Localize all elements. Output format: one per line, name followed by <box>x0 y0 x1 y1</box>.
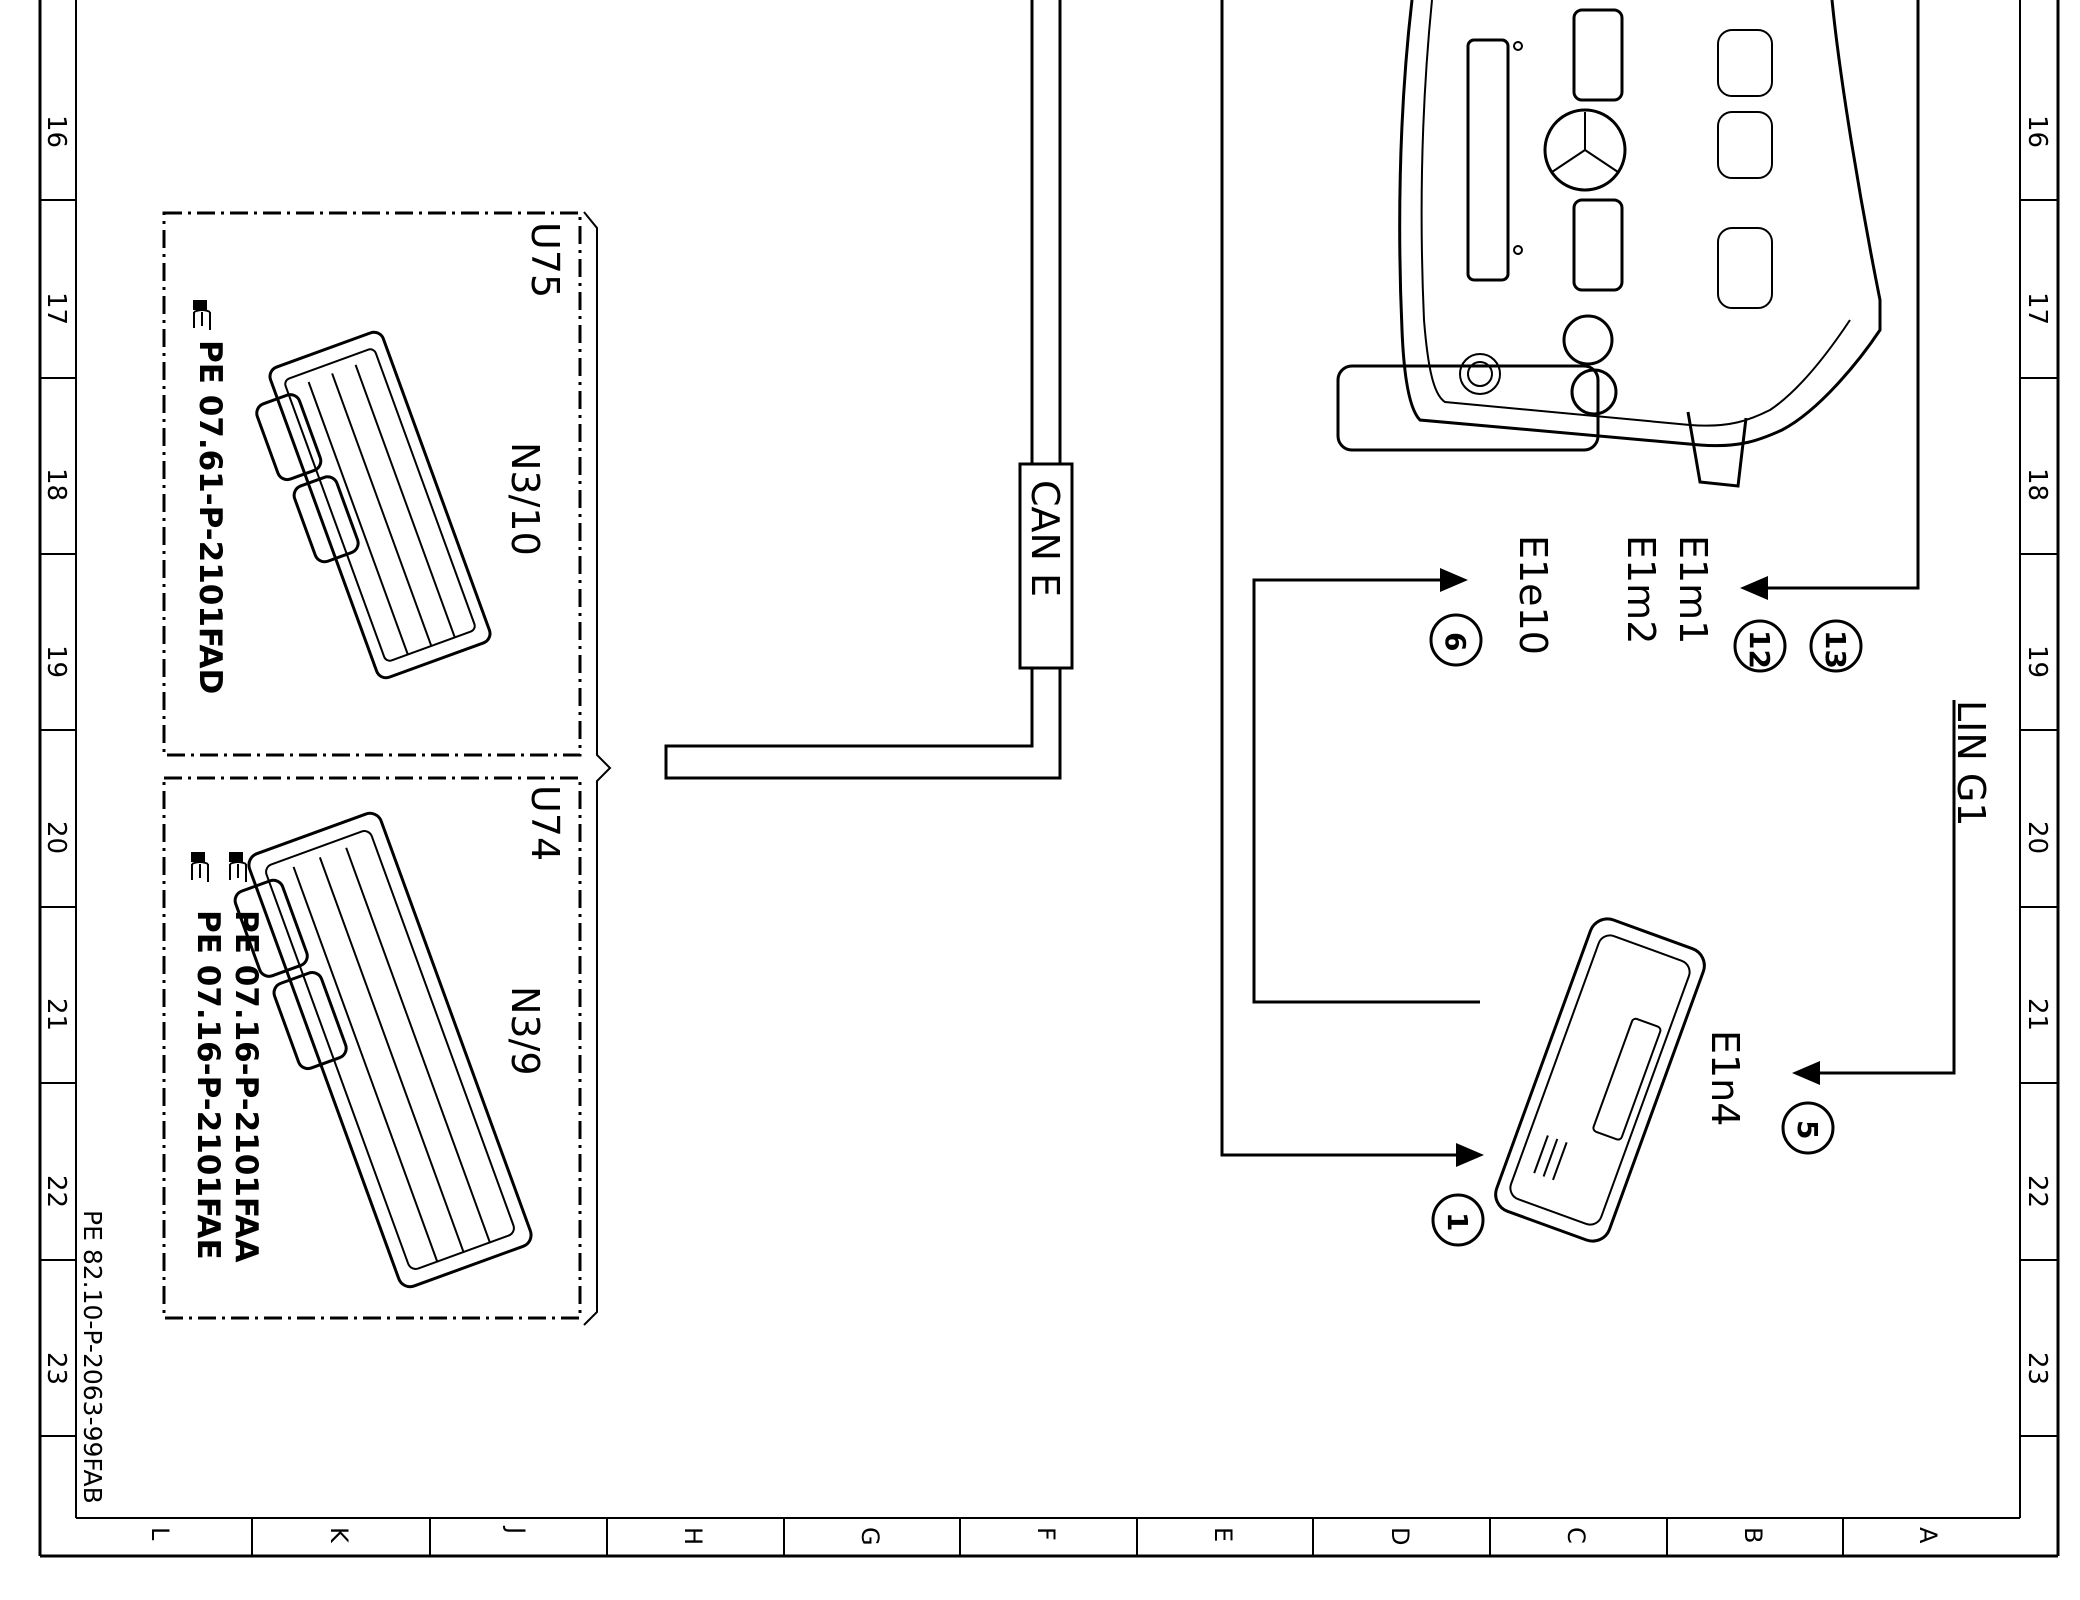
module-u74-boundary <box>162 776 582 1320</box>
lin-bus-label: LIN G1 <box>1949 700 1993 827</box>
wire-lin-to-e1n4 <box>1820 700 1956 1075</box>
module-reference: PE 07.61-P-2101FAD <box>192 340 228 694</box>
column-letter: C <box>1562 1527 1590 1544</box>
callout-number: 1 <box>1441 1212 1474 1231</box>
module-reference: PE 07.16-P-2101FAA <box>228 910 264 1263</box>
row-ruler-left: 16 17 18 19 20 21 22 23 <box>40 115 76 1437</box>
sheet-frame <box>38 0 2060 1558</box>
callout-5: 5 <box>1781 1101 1835 1155</box>
module-group-bracket <box>583 211 612 1326</box>
column-ruler-bottom: L K J H G F E D C B A <box>146 1518 1942 1556</box>
control-unit-drawing <box>255 330 492 680</box>
column-letter: A <box>1914 1527 1942 1544</box>
row-number: 16 <box>41 115 71 148</box>
row-ruler-right: 16 17 18 19 20 21 22 23 <box>2020 115 2058 1437</box>
callout-number: 12 <box>1743 630 1776 669</box>
column-letter: E <box>1209 1527 1237 1542</box>
control-unit-drawing <box>233 811 533 1289</box>
column-letter: G <box>856 1527 884 1546</box>
arrow-head <box>1456 1143 1484 1167</box>
column-letter: B <box>1739 1527 1767 1543</box>
callout-number: 6 <box>1439 632 1472 651</box>
row-number: 19 <box>41 645 71 678</box>
column-letter: D <box>1386 1527 1414 1545</box>
module-u75: U75 N3/10 PE 07.61-P-2101FAD <box>162 211 582 757</box>
document-id: PE 82.10-P-2063-99FAB <box>78 1210 107 1504</box>
column-letter: F <box>1032 1527 1060 1541</box>
wiring <box>1220 0 1956 1167</box>
row-number: 17 <box>2022 292 2052 325</box>
component-label: N3/9 <box>503 986 547 1076</box>
component-label-e1n4: E1n4 <box>1703 1030 1747 1126</box>
can-bus: CAN E <box>664 0 1074 780</box>
arrow-head <box>1792 1061 1820 1085</box>
component-label-e1e10: E1e10 <box>1511 535 1555 655</box>
module-code: U75 <box>523 222 567 298</box>
row-number: 21 <box>2022 998 2052 1031</box>
component-label-e1m1: E1m1 <box>1671 535 1715 644</box>
pointing-hand-icon <box>229 852 247 882</box>
column-letter: K <box>325 1527 353 1544</box>
row-number: 19 <box>2022 645 2052 678</box>
row-number: 23 <box>41 1352 71 1385</box>
module-u75-boundary <box>162 211 582 757</box>
row-number: 20 <box>2022 821 2052 854</box>
module-reference: PE 07.16-P-2101FAE <box>190 910 226 1260</box>
wire-to-e1n4-1 <box>1220 0 1456 1157</box>
can-bus-label-box <box>1018 462 1074 670</box>
wire-to-e1m <box>1768 0 1920 590</box>
module-u74: U74 N3/9 PE 07.16-P-2101FAA PE 07.16-P-2… <box>162 776 582 1320</box>
callout-number: 5 <box>1791 1120 1824 1139</box>
e1n4-module-drawing <box>1494 917 1706 1243</box>
wire-e1n4-to-e1e10 <box>1252 578 1480 1004</box>
row-number: 22 <box>41 1175 71 1208</box>
row-number: 17 <box>41 292 71 325</box>
pointing-hand-icon <box>193 300 211 330</box>
lin-bus: LIN G1 <box>1949 700 1993 827</box>
callout-12: 12 <box>1733 619 1787 673</box>
row-number: 21 <box>41 998 71 1031</box>
arrow-head <box>1740 576 1768 600</box>
column-letter: L <box>146 1527 174 1541</box>
callout-6: 6 <box>1429 613 1483 667</box>
headlamp-drawing <box>1336 0 1882 488</box>
row-number: 16 <box>2022 115 2052 148</box>
callout-13: 13 <box>1809 619 1863 673</box>
row-number: 18 <box>41 468 71 501</box>
can-bus-label: CAN E <box>1023 480 1067 597</box>
column-letter: H <box>679 1527 707 1545</box>
component-label: N3/10 <box>503 442 547 556</box>
module-code: U74 <box>523 785 567 861</box>
row-number: 20 <box>41 821 71 854</box>
row-number: 22 <box>2022 1175 2052 1208</box>
callout-1: 1 <box>1431 1193 1485 1247</box>
arrow-head <box>1440 568 1468 592</box>
pointing-hand-icon <box>191 852 209 882</box>
column-letter: J <box>502 1525 530 1534</box>
component-label-e1m2: E1m2 <box>1619 535 1663 644</box>
row-number: 23 <box>2022 1352 2052 1385</box>
callout-number: 13 <box>1819 630 1852 669</box>
row-number: 18 <box>2022 468 2052 501</box>
